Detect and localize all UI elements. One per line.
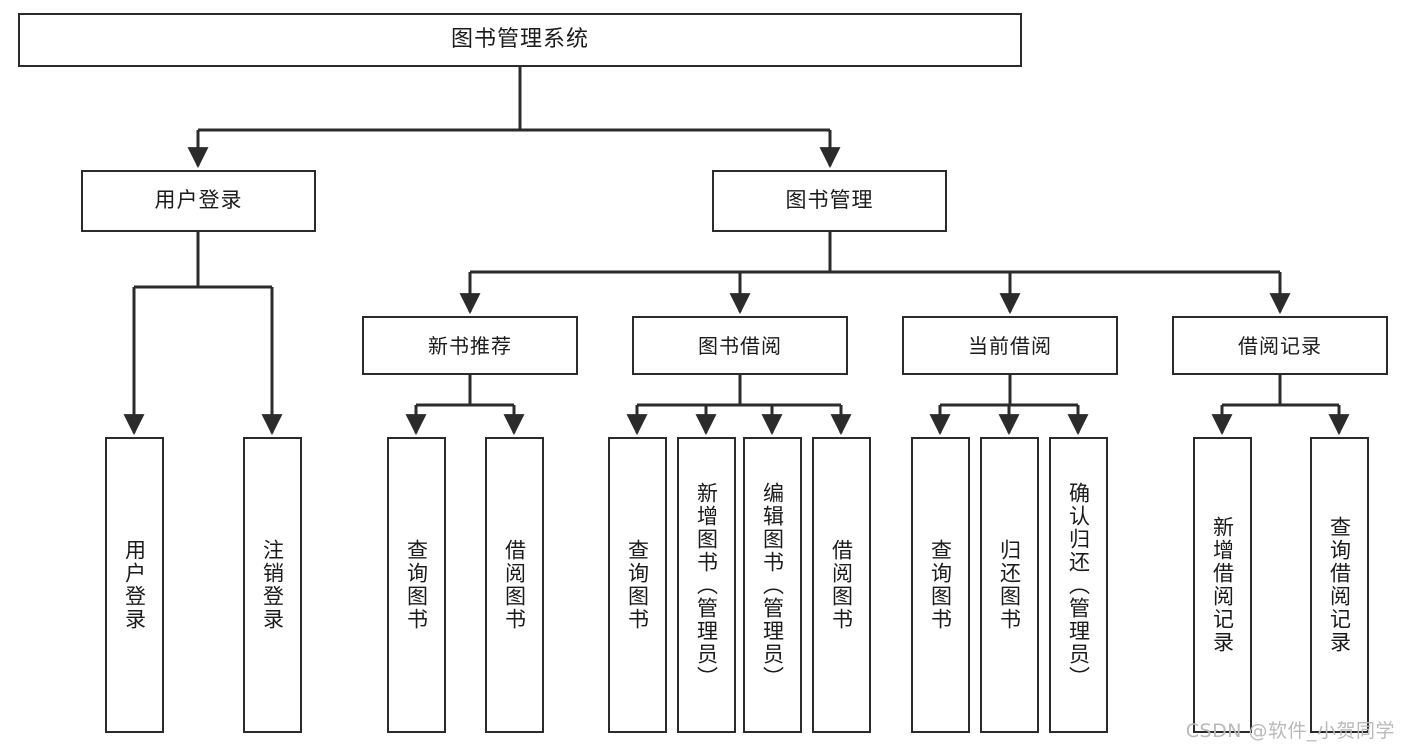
node-leaf-edit-book[interactable]: 编辑图书（管理员） [743,437,802,733]
node-book-management[interactable]: 图书管理 [712,170,947,232]
node-leaf-query-book-3-label: 查询图书 [928,539,953,631]
node-current-borrow[interactable]: 当前借阅 [902,316,1118,375]
node-leaf-user-login[interactable]: 用户登录 [105,437,164,733]
node-leaf-query-record-label: 查询借阅记录 [1327,516,1352,654]
node-leaf-borrow-book-1[interactable]: 借阅图书 [485,437,544,733]
node-current-borrow-label: 当前借阅 [968,333,1052,358]
node-leaf-query-book-3[interactable]: 查询图书 [911,437,970,733]
node-leaf-query-record[interactable]: 查询借阅记录 [1310,437,1369,733]
node-user-login-label: 用户登录 [154,188,243,213]
node-leaf-logout-login[interactable]: 注销登录 [243,437,302,733]
node-leaf-edit-book-label: 编辑图书（管理员） [760,481,785,689]
node-leaf-add-record-label: 新增借阅记录 [1210,516,1235,654]
node-new-book-recommend-label: 新书推荐 [428,333,512,358]
node-leaf-confirm-return[interactable]: 确认归还（管理员） [1049,437,1108,733]
node-leaf-borrow-book-2-label: 借阅图书 [829,539,854,631]
node-borrow-record-label: 借阅记录 [1238,333,1322,358]
node-root-label: 图书管理系统 [450,26,589,52]
node-new-book-recommend[interactable]: 新书推荐 [362,316,578,375]
node-book-borrow[interactable]: 图书借阅 [632,316,848,375]
node-leaf-confirm-return-label: 确认归还（管理员） [1066,481,1091,689]
node-leaf-add-book-label: 新增图书（管理员） [694,481,719,689]
watermark: CSDN @软件_小贺同学 [1185,720,1395,742]
node-book-borrow-label: 图书借阅 [698,333,782,358]
node-leaf-borrow-book-1-label: 借阅图书 [502,539,527,631]
node-leaf-query-book-1-label: 查询图书 [404,539,429,631]
node-leaf-query-book-2-label: 查询图书 [625,539,650,631]
node-leaf-query-book-2[interactable]: 查询图书 [608,437,667,733]
node-leaf-return-book-label: 归还图书 [997,539,1022,631]
node-user-login[interactable]: 用户登录 [81,170,316,232]
node-leaf-return-book[interactable]: 归还图书 [980,437,1039,733]
node-book-management-label: 图书管理 [785,188,874,213]
node-leaf-borrow-book-2[interactable]: 借阅图书 [812,437,871,733]
node-leaf-logout-login-label: 注销登录 [260,539,285,631]
node-leaf-add-record[interactable]: 新增借阅记录 [1193,437,1252,733]
node-leaf-query-book-1[interactable]: 查询图书 [387,437,446,733]
node-root[interactable]: 图书管理系统 [18,13,1022,67]
node-borrow-record[interactable]: 借阅记录 [1172,316,1388,375]
node-leaf-add-book[interactable]: 新增图书（管理员） [677,437,736,733]
node-leaf-user-login-label: 用户登录 [122,539,147,631]
